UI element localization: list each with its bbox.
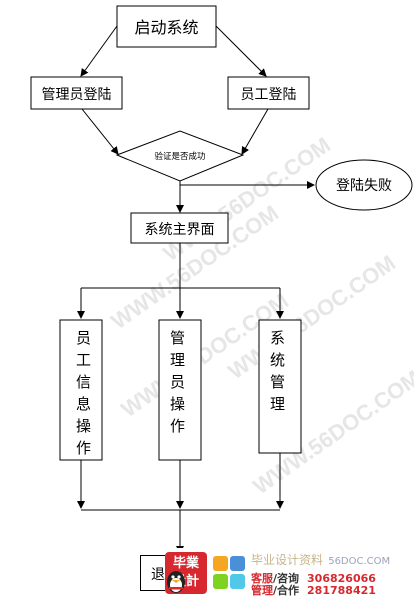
node-admin-op-char: 管 (170, 329, 185, 347)
service-sub: /咨询 (273, 572, 300, 585)
edge-start-to-staff (215, 25, 267, 77)
node-sys-mgmt-char: 管 (270, 373, 285, 391)
edge-start-to-admin (80, 25, 118, 77)
node-staff-info-char: 员 (76, 329, 91, 347)
node-login-fail: 登陆失败 (315, 159, 413, 211)
node-login-fail-label: 登陆失败 (336, 178, 392, 194)
node-admin-op-char: 操 (170, 395, 185, 413)
node-staff-info-char: 息 (76, 395, 91, 413)
node-staff-info-char: 作 (76, 439, 91, 457)
node-admin-op-char: 作 (170, 417, 185, 435)
node-admin-op: 管 理 员 操 作 (158, 319, 202, 461)
node-exit-partial-label: 退 (151, 567, 165, 583)
node-admin-login: 管理员登陆 (30, 76, 123, 110)
site-domain: 56DOC.COM (328, 556, 391, 567)
node-sys-mgmt-char: 理 (270, 395, 285, 413)
site-logo-line1: 毕業 (172, 556, 199, 571)
service-label: 客服 (251, 572, 273, 585)
site-title: 毕业设计资料 (251, 553, 324, 567)
node-staff-info-char: 操 (76, 417, 91, 435)
site-name: 毕业设计资料 56DOC.COM (251, 551, 390, 568)
manage-number: 281788421 (307, 584, 376, 596)
node-start-label: 启动系统 (134, 18, 198, 37)
edge-admin-to-verify (81, 108, 119, 155)
node-staff-login-label: 员工登陆 (241, 87, 297, 103)
node-staff-info: 员 工 信 息 操 作 (59, 319, 103, 461)
node-sys-mgmt-char: 统 (270, 351, 285, 369)
puzzle-icon (213, 556, 245, 589)
node-main-ui-label: 系统主界面 (145, 222, 215, 238)
service-number: 306826066 (307, 572, 376, 585)
edge-staff-to-verify (241, 108, 269, 155)
node-verify-label: 验证是否成功 (154, 151, 205, 162)
node-staff-login: 员工登陆 (227, 76, 310, 110)
manage-label: 管理 (251, 584, 273, 596)
node-sys-mgmt-char: 系 (270, 329, 285, 347)
node-admin-op-char: 员 (170, 373, 185, 391)
node-main-ui: 系统主界面 (130, 212, 229, 244)
node-admin-login-label: 管理员登陆 (42, 87, 112, 103)
qq-penguin-icon (167, 571, 185, 593)
service-line: 客服/咨询 306826066 (251, 570, 376, 586)
manage-sub: /合作 (273, 584, 300, 596)
node-verify: 验证是否成功 (115, 130, 245, 182)
node-admin-op-char: 理 (170, 351, 185, 369)
manage-line: 管理/合作 281788421 (251, 582, 376, 596)
node-start: 启动系统 (116, 5, 217, 48)
node-staff-info-char: 工 (76, 351, 91, 369)
node-sys-mgmt: 系 统 管 理 (258, 319, 302, 454)
node-staff-info-char: 信 (76, 373, 91, 391)
